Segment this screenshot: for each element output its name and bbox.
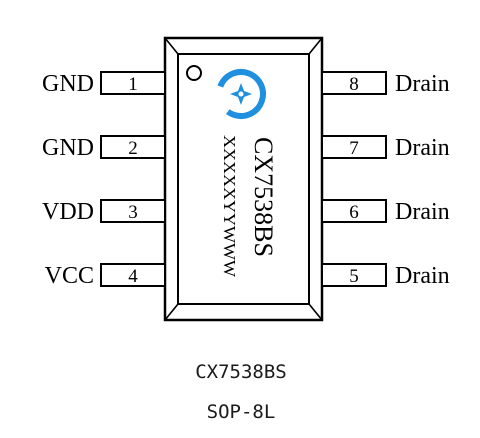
- pin-number: 4: [128, 266, 138, 287]
- pin-1: 1 GND: [42, 71, 166, 97]
- pin-4: 4 VCC: [45, 263, 166, 289]
- pin-8: 8 Drain: [321, 71, 450, 97]
- pin-label: Drain: [395, 71, 450, 97]
- pin-6: 6 Drain: [321, 199, 450, 225]
- pin-label: GND: [42, 135, 94, 161]
- ic-package: CX7538BS XXXXXYYWWW: [163, 36, 324, 322]
- bevel-line-bottom-right: [308, 303, 323, 321]
- pin-lead: [100, 71, 166, 95]
- pin-7: 7 Drain: [321, 135, 450, 161]
- pin-lead: [100, 263, 166, 287]
- pin-number: 7: [349, 138, 359, 159]
- pin-lead: [100, 199, 166, 223]
- pin-number: 8: [349, 74, 359, 95]
- pin-lead: [321, 199, 387, 223]
- pin-lead: [321, 263, 387, 287]
- caption-part-number: CX7538BS: [195, 361, 287, 383]
- date-code-marking-text: XXXXXYYWWW: [220, 135, 239, 278]
- pin-lead: [321, 135, 387, 159]
- pin-label: GND: [42, 71, 94, 97]
- star-swirl-logo-icon: [216, 69, 266, 119]
- pin-label: Drain: [395, 199, 450, 225]
- bevel-line-top-right: [308, 37, 323, 55]
- pin-label: Drain: [395, 263, 450, 289]
- part-marking-text: CX7538BS: [249, 137, 278, 257]
- caption-package-type: SOP-8L: [207, 401, 276, 423]
- pin-number: 2: [128, 138, 138, 159]
- pin-lead: [100, 135, 166, 159]
- pin-label: Drain: [395, 135, 450, 161]
- caption: CX7538BS SOP-8L: [195, 361, 287, 423]
- bevel-line-bottom-left: [164, 303, 179, 321]
- right-pins: 8 Drain 7 Drain 6 Drain 5 Drain: [321, 71, 450, 289]
- pin1-indicator-dot: [186, 65, 202, 81]
- pin-number: 6: [349, 202, 359, 223]
- pin-5: 5 Drain: [321, 263, 450, 289]
- pin-3: 3 VDD: [42, 199, 166, 225]
- pin-number: 1: [128, 74, 138, 95]
- bevel-line-top-left: [164, 37, 179, 55]
- pin-2: 2 GND: [42, 135, 166, 161]
- left-pins: 1 GND 2 GND 3 VDD 4 VCC: [42, 71, 166, 289]
- pin-number: 3: [128, 202, 138, 223]
- pin-label: VDD: [42, 199, 94, 225]
- pin-lead: [321, 71, 387, 95]
- pin-number: 5: [349, 266, 359, 287]
- pin-label: VCC: [45, 263, 94, 289]
